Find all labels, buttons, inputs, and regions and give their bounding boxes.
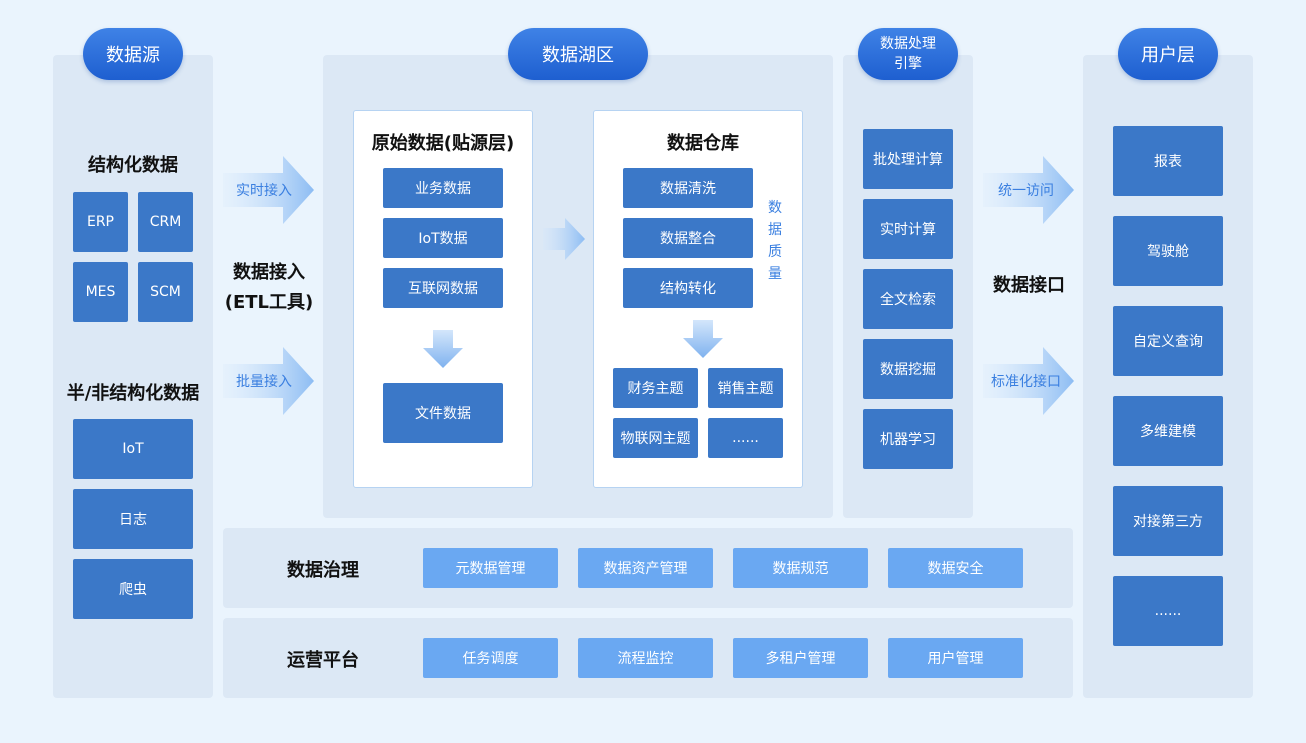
topic-iot: 物联网主题 (613, 418, 698, 458)
engine-realtime: 实时计算 (863, 199, 953, 259)
ingest-title: 数据接入 (ETL工具) (224, 262, 314, 313)
step-transform: 结构转化 (623, 268, 753, 308)
ops-multitenant: 多租户管理 (733, 638, 868, 678)
engine-header: 数据处理 引擎 (858, 28, 958, 80)
ops-monitoring: 流程监控 (578, 638, 713, 678)
interface-title: 数据接口 (993, 275, 1065, 296)
user-modeling: 多维建模 (1113, 396, 1223, 466)
source-scm: SCM (138, 262, 193, 322)
arrow-down-icon (683, 320, 723, 358)
user-cockpit: 驾驶舱 (1113, 216, 1223, 286)
semi-structured-title: 半/非结构化数据 (66, 383, 200, 404)
step-cleaning: 数据清洗 (623, 168, 753, 208)
realtime-ingest-label: 实时接入 (236, 183, 292, 199)
user-header: 用户层 (1118, 28, 1218, 80)
topic-sales: 销售主题 (708, 368, 783, 408)
standard-interface-label: 标准化接口 (991, 374, 1061, 390)
gov-security: 数据安全 (888, 548, 1023, 588)
source-crawler: 爬虫 (73, 559, 193, 619)
source-log: 日志 (73, 489, 193, 549)
arrow-right-icon (983, 156, 1074, 224)
warehouse-title: 数据仓库 (667, 133, 739, 154)
engine-fulltext: 全文检索 (863, 269, 953, 329)
user-custom-query: 自定义查询 (1113, 306, 1223, 376)
raw-data-title: 原始数据(贴源层) (371, 133, 515, 154)
engine-batch: 批处理计算 (863, 129, 953, 189)
unified-access-label: 统一访问 (998, 183, 1054, 199)
arrow-right-icon (983, 347, 1074, 415)
ops-title: 运营平台 (287, 650, 359, 671)
raw-business-data: 业务数据 (383, 168, 503, 208)
lake-header: 数据湖区 (508, 28, 648, 80)
source-header: 数据源 (83, 28, 183, 80)
ops-scheduling: 任务调度 (423, 638, 558, 678)
engine-ml: 机器学习 (863, 409, 953, 469)
arrow-right-icon (223, 156, 314, 224)
source-crm: CRM (138, 192, 193, 252)
engine-mining: 数据挖掘 (863, 339, 953, 399)
ops-user-mgmt: 用户管理 (888, 638, 1023, 678)
user-report: 报表 (1113, 126, 1223, 196)
batch-ingest-arrow: 批量接入 (223, 347, 315, 415)
topic-more: ...... (708, 418, 783, 458)
user-more: ...... (1113, 576, 1223, 646)
arrow-right-icon (223, 347, 314, 415)
raw-internet-data: 互联网数据 (383, 268, 503, 308)
source-mes: MES (73, 262, 128, 322)
source-iot: IoT (73, 419, 193, 479)
unified-access-arrow: 统一访问 (983, 156, 1075, 224)
data-quality-label: 数 据 质 量 (768, 200, 782, 282)
standard-interface-arrow: 标准化接口 (983, 347, 1075, 415)
user-third-party: 对接第三方 (1113, 486, 1223, 556)
batch-ingest-label: 批量接入 (236, 374, 292, 390)
raw-file-data: 文件数据 (383, 383, 503, 443)
governance-title: 数据治理 (287, 560, 359, 581)
realtime-ingest-arrow: 实时接入 (223, 156, 315, 224)
gov-metadata: 元数据管理 (423, 548, 558, 588)
gov-assets: 数据资产管理 (578, 548, 713, 588)
gov-standards: 数据规范 (733, 548, 868, 588)
arrow-right-icon (543, 218, 585, 260)
step-integration: 数据整合 (623, 218, 753, 258)
structured-title: 结构化数据 (88, 155, 178, 176)
arrow-down-icon (423, 330, 463, 368)
raw-iot-data: IoT数据 (383, 218, 503, 258)
source-erp: ERP (73, 192, 128, 252)
topic-finance: 财务主题 (613, 368, 698, 408)
